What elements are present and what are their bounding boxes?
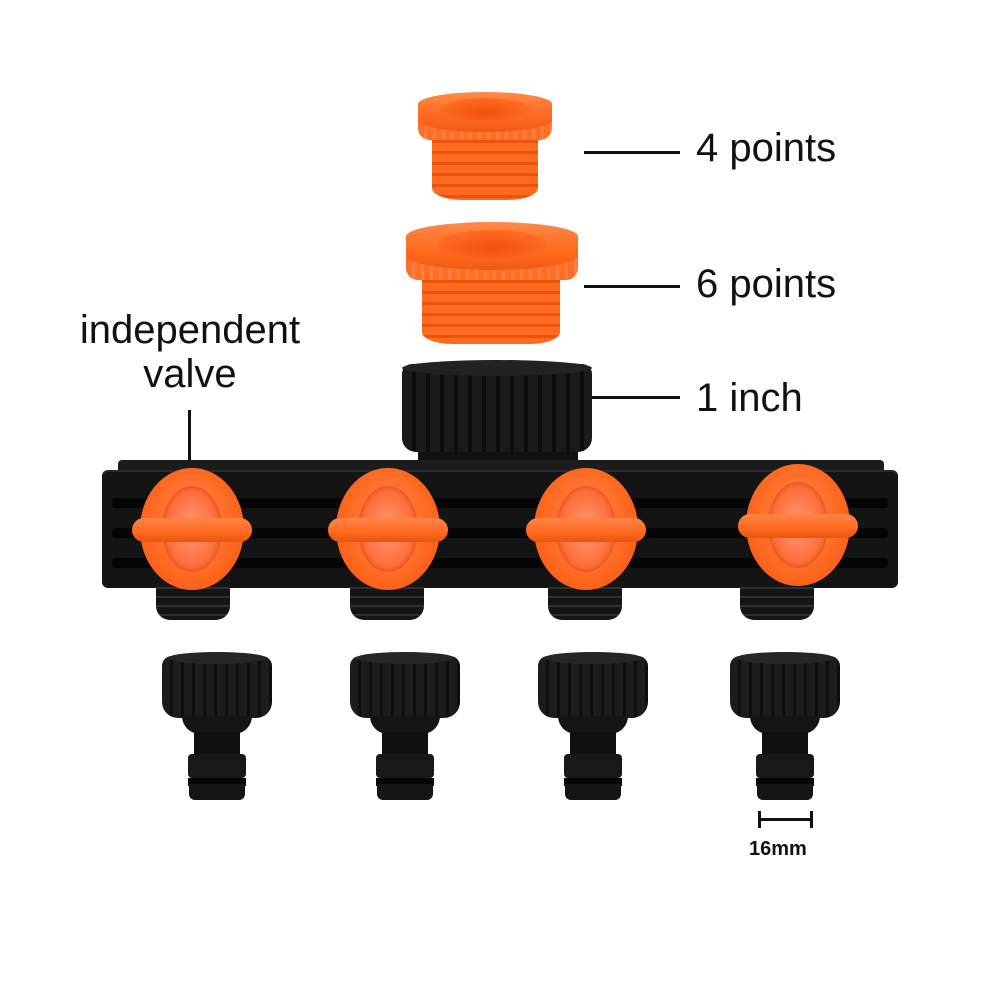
manifold-groove [112, 498, 888, 508]
adapter-4-points [418, 92, 552, 202]
connector-nut [538, 656, 648, 718]
quick-connector-4 [730, 652, 840, 816]
connector-nut [162, 656, 272, 718]
connector-nut-rim [544, 652, 642, 664]
valve-knob-3 [526, 468, 646, 590]
adapter-thread [422, 272, 560, 344]
inlet-nut-1-inch [402, 364, 592, 452]
connector-nut [730, 656, 840, 718]
connector-cone [370, 716, 440, 734]
connector-cone [750, 716, 820, 734]
connector-oring [376, 778, 434, 786]
manifold-groove [112, 528, 888, 538]
valve-handle [738, 514, 858, 538]
leader-line-4-points [584, 151, 680, 154]
quick-connector-2 [350, 652, 460, 816]
valve-knob-1 [132, 468, 252, 590]
connector-cone [182, 716, 252, 734]
leader-line-valve [188, 410, 191, 472]
label-valve: valve [143, 352, 237, 396]
outlet-thread-4 [740, 580, 814, 620]
connector-collar [564, 754, 622, 778]
leader-line-6-points [584, 285, 680, 288]
connector-collar [756, 754, 814, 778]
label-independent-valve: independent valve [54, 308, 326, 396]
label-6-points: 6 points [696, 262, 837, 306]
connector-oring [756, 778, 814, 786]
leader-line-1-inch [592, 396, 680, 399]
dimension-label: 16mm [749, 838, 807, 860]
quick-connector-3 [538, 652, 648, 816]
connector-collar [188, 754, 246, 778]
label-independent: independent [79, 308, 301, 352]
connector-tip [565, 784, 621, 800]
connector-stem [762, 732, 808, 758]
valve-handle [132, 518, 252, 542]
adapter-thread [432, 132, 538, 200]
connector-nut-rim [736, 652, 834, 664]
connector-nut [350, 656, 460, 718]
adapter-6-points [406, 222, 578, 344]
manifold-groove [112, 558, 888, 568]
dimension-line [760, 818, 812, 821]
label-4-points: 4 points [696, 126, 837, 170]
connector-tip [377, 784, 433, 800]
connector-cone [558, 716, 628, 734]
label-1-inch: 1 inch [696, 376, 803, 420]
valve-knob-4 [738, 464, 858, 586]
connector-stem [382, 732, 428, 758]
connector-nut-rim [168, 652, 266, 664]
adapter-hole [440, 98, 530, 122]
dimension-tick-left [758, 811, 761, 828]
connector-oring [188, 778, 246, 786]
connector-tip [189, 784, 245, 800]
dimension-tick-right [810, 811, 813, 828]
valve-handle [526, 518, 646, 542]
valve-handle [328, 518, 448, 542]
connector-oring [564, 778, 622, 786]
quick-connector-1 [162, 652, 272, 816]
connector-stem [570, 732, 616, 758]
connector-stem [194, 732, 240, 758]
adapter-hole [436, 230, 548, 260]
connector-collar [376, 754, 434, 778]
connector-nut-rim [356, 652, 454, 664]
valve-knob-2 [328, 468, 448, 590]
connector-tip [757, 784, 813, 800]
inlet-rim [402, 360, 592, 376]
